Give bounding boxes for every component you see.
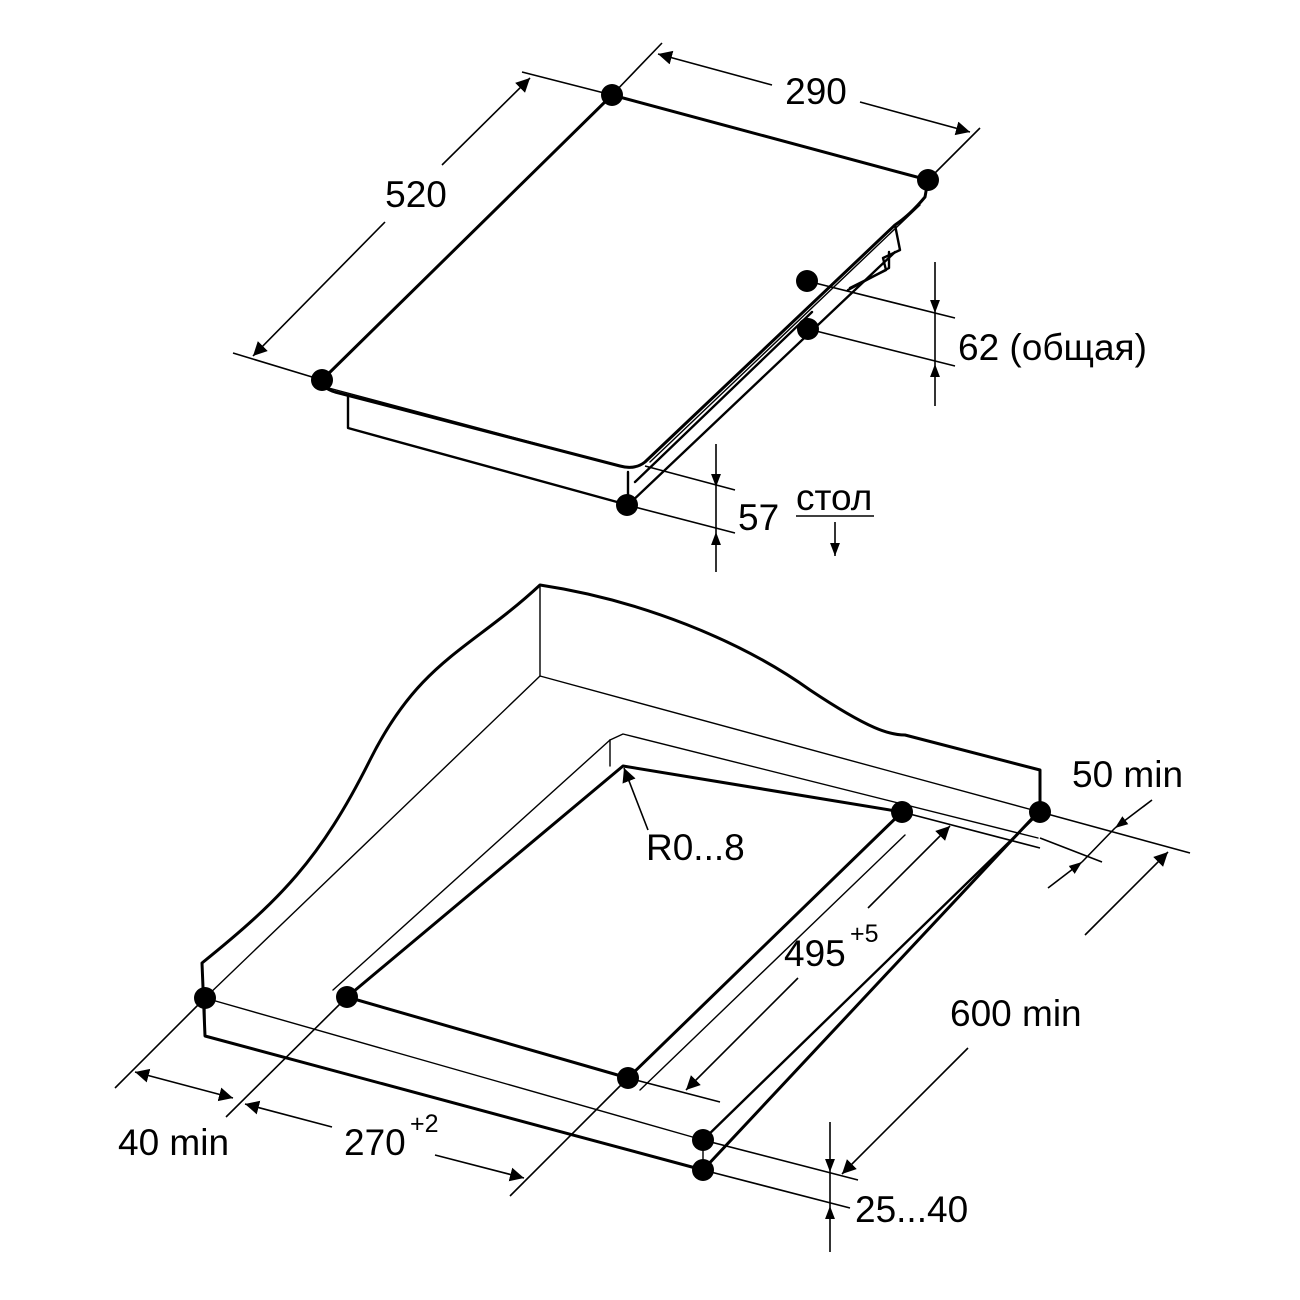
- corner-radius-callout: R0...8: [622, 767, 745, 868]
- dimension-25-40: 25...40: [702, 1122, 968, 1252]
- hob-total-height-label: 62 (общая): [958, 327, 1147, 368]
- hob-built-in-depth-label: 57: [738, 497, 779, 538]
- hob-housing-step: [848, 223, 902, 290]
- worktop-label: стол: [796, 477, 872, 518]
- dimension-600-min: 600 min: [702, 851, 1169, 1181]
- dimension-495: 495 +5: [627, 811, 1041, 1103]
- cutout-width-value: 270: [344, 1122, 406, 1163]
- worktop-depth-label: 600 min: [950, 993, 1082, 1034]
- cutout-opening: [345, 764, 904, 1080]
- cutout-depth-value: 495: [784, 933, 846, 974]
- worktop-top-rear-edge: [539, 675, 1041, 813]
- dimension-40-min: 40 min: [114, 997, 234, 1163]
- corner-radius-label: R0...8: [646, 827, 745, 868]
- worktop-front-top-edge: [204, 997, 704, 1141]
- back-clearance-label: 50 min: [1072, 754, 1183, 795]
- hob-drawing: 290 520 62 (общая) 57 стол: [232, 42, 1147, 572]
- cutout-width-tolerance: +2: [410, 1110, 439, 1138]
- dimension-57: 57 стол: [626, 444, 874, 572]
- hob-housing-edge: [626, 250, 897, 507]
- hob-glass-edge: [324, 386, 629, 469]
- cutout-inner-front: [639, 834, 906, 1091]
- dimension-290: 290: [611, 42, 981, 181]
- hob-housing-lower: [633, 310, 814, 484]
- worktop-right-top-edge: [701, 810, 1042, 1142]
- dimension-62: 62 (общая): [806, 262, 1147, 406]
- hob-glass-top: [320, 93, 930, 469]
- cutout-inner-wall: [609, 733, 1039, 839]
- dimension-270: 270 +2: [225, 996, 629, 1197]
- worktop-drawing: R0...8 495 +5 270 +2 40 min: [114, 583, 1191, 1252]
- worktop-thickness-label: 25...40: [855, 1189, 968, 1230]
- dimension-50-min: 50 min: [1039, 754, 1191, 889]
- hob-length-label: 520: [385, 174, 447, 215]
- cutout-depth-tolerance: +5: [850, 920, 879, 948]
- side-clearance-label: 40 min: [118, 1122, 229, 1163]
- hob-glass-edge-right: [649, 204, 921, 463]
- hob-width-label: 290: [785, 71, 847, 112]
- cutout-inner-wall-left: [332, 739, 611, 991]
- worktop-top-left-edge: [204, 675, 541, 999]
- hob-connector-box: [846, 250, 891, 292]
- dimension-520: 520: [232, 71, 613, 381]
- hob-housing: [346, 394, 630, 507]
